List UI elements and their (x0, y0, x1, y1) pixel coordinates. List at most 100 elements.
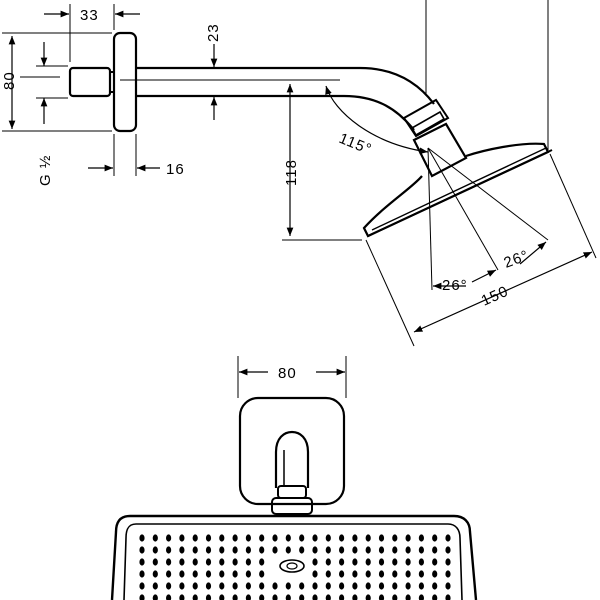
wall-flange-front (238, 396, 346, 506)
nozzle-dot (405, 546, 411, 554)
nozzle-dot (325, 534, 331, 542)
dim-33-label: 33 (80, 7, 99, 24)
dimension-80-front: 80 (237, 356, 347, 398)
thread-label: G ½ (37, 155, 54, 186)
nozzle-dot (325, 582, 331, 590)
nozzle-dot (365, 582, 371, 590)
nozzle-dot (285, 594, 291, 600)
nozzle-dot (139, 570, 145, 578)
nozzle-dot (205, 582, 212, 590)
dim-16-label: 16 (166, 161, 185, 178)
nozzle-dot (179, 594, 185, 600)
nozzle-dot (219, 582, 225, 590)
nozzle-dot (339, 582, 345, 590)
nozzle-dot (166, 558, 172, 566)
nozzle-dot (179, 546, 185, 554)
nozzle-dot (432, 570, 438, 578)
nozzle-dot (259, 570, 265, 578)
nozzle-dot (312, 582, 318, 590)
nozzle-dot (232, 582, 238, 590)
dim-80-front-label: 80 (278, 365, 297, 382)
nozzle-dot (432, 534, 438, 542)
spray-angle-lines: 26° 26° (427, 0, 549, 294)
nozzle-dot (232, 570, 238, 578)
nozzle-dot (152, 582, 158, 590)
nozzle-dot (445, 534, 451, 542)
nozzle-dot (166, 594, 172, 600)
dim-150-label: 150 (479, 283, 512, 310)
nozzle-dot (418, 546, 424, 554)
nozzle-dot (139, 546, 145, 554)
nozzle-dot (352, 534, 358, 542)
dim-115-label: 115° (337, 130, 375, 158)
nozzle-dot (352, 558, 358, 566)
nozzle-dot (325, 570, 331, 578)
nozzle-dot (245, 534, 251, 542)
nozzle-dot (219, 546, 225, 554)
nozzle-dot (432, 546, 438, 554)
nozzle-dot (312, 546, 318, 554)
nozzle-dot (299, 546, 305, 554)
nozzle-dot (192, 558, 198, 566)
nozzle-dot (365, 570, 371, 578)
nozzle-dot (392, 582, 398, 590)
nozzle-dot (352, 582, 358, 590)
nozzle-dot (312, 534, 318, 542)
nozzle-dot (392, 558, 398, 566)
nozzle-dot (312, 570, 318, 578)
dimension-115: 115° (325, 0, 429, 158)
nozzle-dot (365, 558, 371, 566)
nozzle-dot (152, 546, 158, 554)
nozzle-dot (219, 594, 225, 600)
nozzle-dot (152, 594, 158, 600)
nozzle-dot (405, 534, 411, 542)
nozzle-dot (365, 594, 371, 600)
nozzle-dot (365, 546, 371, 554)
nozzle-dot (418, 594, 424, 600)
nozzle-dot (166, 582, 172, 590)
nozzle-dot (339, 558, 345, 566)
nozzle-dot (418, 570, 424, 578)
nozzle-dot (192, 534, 198, 542)
nozzle-dot (378, 582, 385, 590)
nozzle-dot (272, 534, 278, 542)
side-view (20, 31, 553, 238)
nozzle-dot (432, 558, 438, 566)
nozzle-dot (272, 582, 278, 590)
nozzle-dot (445, 570, 451, 578)
nozzle-dot (219, 534, 225, 542)
nozzle-dot (352, 546, 358, 554)
dimension-16: 16 (88, 134, 185, 178)
nozzle-dot (432, 594, 438, 600)
nozzle-dot (205, 558, 212, 566)
nozzle-dot (152, 558, 158, 566)
nozzle-dot (139, 534, 145, 542)
nozzle-dot (219, 570, 225, 578)
shower-arm-front (274, 430, 310, 488)
nozzle-dot (418, 534, 424, 542)
dimension-23: 23 (205, 23, 222, 120)
nozzle-dot (392, 570, 398, 578)
nozzle-dot (285, 534, 291, 542)
nozzle-dot (378, 594, 385, 600)
nozzle-dot (352, 570, 358, 578)
nozzle-dot (339, 594, 345, 600)
dimension-118: 118 (282, 84, 362, 241)
nozzle-dot (378, 534, 385, 542)
nozzle-dot (192, 594, 198, 600)
dim-26-right-label: 26° (502, 247, 532, 272)
connector-nipple (68, 66, 112, 98)
nozzle-dot (392, 546, 398, 554)
nozzle-dot (259, 594, 265, 600)
nozzle-dot (445, 582, 451, 590)
nozzle-dot (418, 558, 424, 566)
nozzle-dot (259, 558, 265, 566)
nozzle-dot (445, 558, 451, 566)
nozzle-dot (299, 534, 305, 542)
nozzle-dot (259, 534, 265, 542)
nozzle-dot (205, 534, 212, 542)
nozzle-dot (272, 594, 278, 600)
nozzle-dot (325, 558, 331, 566)
wall-flange (112, 31, 138, 133)
nozzle-dot (219, 558, 225, 566)
